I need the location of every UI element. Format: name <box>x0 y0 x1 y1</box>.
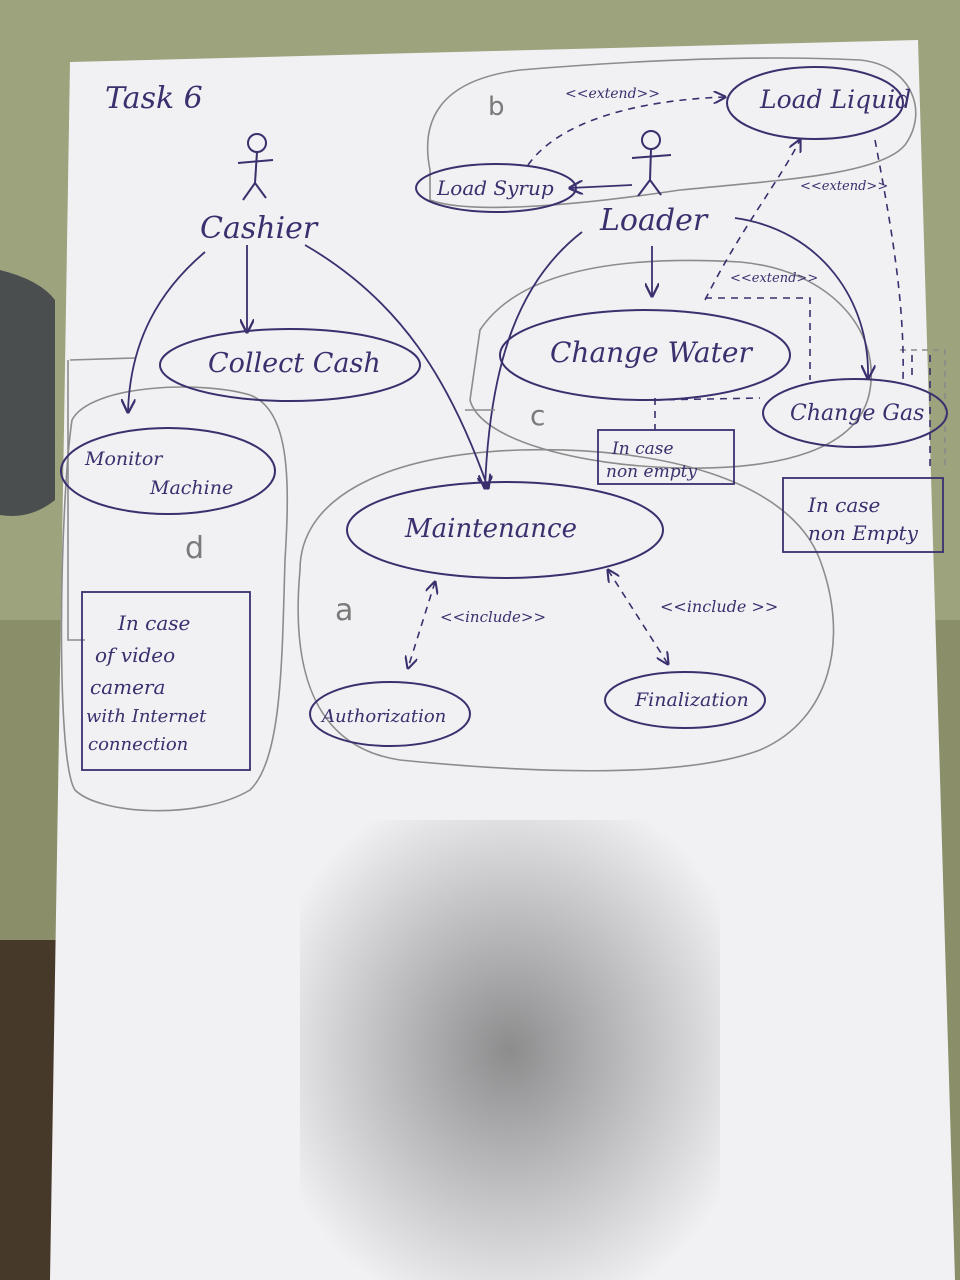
uc-change-water-shape <box>499 309 791 401</box>
camera-note-box <box>81 591 251 771</box>
camera-note-line-3: camera <box>90 675 165 699</box>
stereotype-include-right: <<include >> <box>660 597 778 616</box>
group-label-d: d <box>185 531 204 566</box>
pencil-dash-right <box>900 349 946 470</box>
uc-monitor-label-1: Monitor <box>84 448 164 470</box>
uc-maintenance: Maintenance <box>404 514 577 544</box>
cashier-to-monitor <box>128 251 206 412</box>
group-b-outline <box>426 57 917 209</box>
dark-object <box>0 270 55 516</box>
actor-loader-figure <box>631 130 672 197</box>
stereotype-include-left: <<include>> <box>440 608 546 626</box>
group-label-b: b <box>488 92 505 122</box>
note-boxes <box>81 429 944 771</box>
actor-cashier-label: Cashier <box>200 211 319 246</box>
camera-note-line-4: with Internet <box>86 706 207 727</box>
uc-load-syrup: Load Syrup <box>436 176 554 200</box>
uc-change-gas-shape <box>762 378 948 448</box>
gas-note-line-1: In case <box>807 493 880 517</box>
group-label-c: c <box>530 399 545 432</box>
pencil-bracket-side <box>67 360 85 641</box>
uc-collect-cash: Collect Cash <box>208 348 381 379</box>
dashed-relations <box>408 97 931 668</box>
actor-loader-label: Loader <box>599 203 709 238</box>
page-title: Task 6 <box>105 81 203 116</box>
uc-change-gas: Change Gas <box>790 401 924 426</box>
group-c-outline <box>469 259 872 469</box>
camera-note-line-1: In case <box>117 611 190 635</box>
water-extends-liquid <box>704 140 800 301</box>
group-label-a: a <box>335 593 353 628</box>
loader-to-change-gas <box>734 217 868 378</box>
cashier-to-maintenance <box>304 244 488 488</box>
gas-extends-liquid <box>874 139 904 381</box>
water-note-box <box>597 429 735 485</box>
water-note-line-2: non empty <box>606 462 697 482</box>
uc-collect-cash-shape <box>159 328 421 402</box>
uc-load-liquid: Load Liquid <box>759 85 911 114</box>
loader-to-maintenance <box>485 231 583 488</box>
water-note-line-1: In case <box>611 439 674 459</box>
actor-cashier-figure <box>237 133 274 201</box>
group-d-outline <box>60 386 289 812</box>
uc-maintenance-shape <box>346 481 664 579</box>
uc-authorization-shape <box>309 681 471 747</box>
camera-note-line-5: connection <box>88 734 188 755</box>
group-a-outline <box>297 448 835 772</box>
uc-load-liquid-shape <box>726 66 904 140</box>
syrup-extends-liquid <box>527 97 725 166</box>
water-note-link <box>654 397 761 430</box>
uc-change-water: Change Water <box>550 336 753 369</box>
stereotype-extend-right: <<extend>> <box>800 179 888 194</box>
maintenance-include-authorization <box>408 582 435 668</box>
extend-mid-bracket <box>705 297 811 380</box>
pencil-bracket-top <box>69 357 136 361</box>
stereotype-extend-top: <<extend>> <box>565 86 660 102</box>
gas-note-line-2: non Empty <box>808 521 919 545</box>
paper-sheet <box>50 40 955 1280</box>
uc-authorization: Authorization <box>320 706 446 727</box>
stereotype-extend-mid: <<extend>> <box>730 271 818 286</box>
gas-note-link <box>911 355 931 470</box>
group-outlines <box>60 57 946 812</box>
uc-finalization-shape <box>604 671 766 729</box>
association-arrows <box>128 185 868 488</box>
maintenance-include-finalization <box>608 570 668 664</box>
camera-note-line-2: of video <box>95 643 175 667</box>
loader-to-load-syrup <box>570 185 633 188</box>
gas-note-box <box>782 477 944 553</box>
uc-monitor-machine-shape <box>60 427 276 515</box>
uc-finalization: Finalization <box>634 689 749 711</box>
uc-monitor-label-2: Machine <box>149 477 233 499</box>
shadow <box>300 820 720 1280</box>
